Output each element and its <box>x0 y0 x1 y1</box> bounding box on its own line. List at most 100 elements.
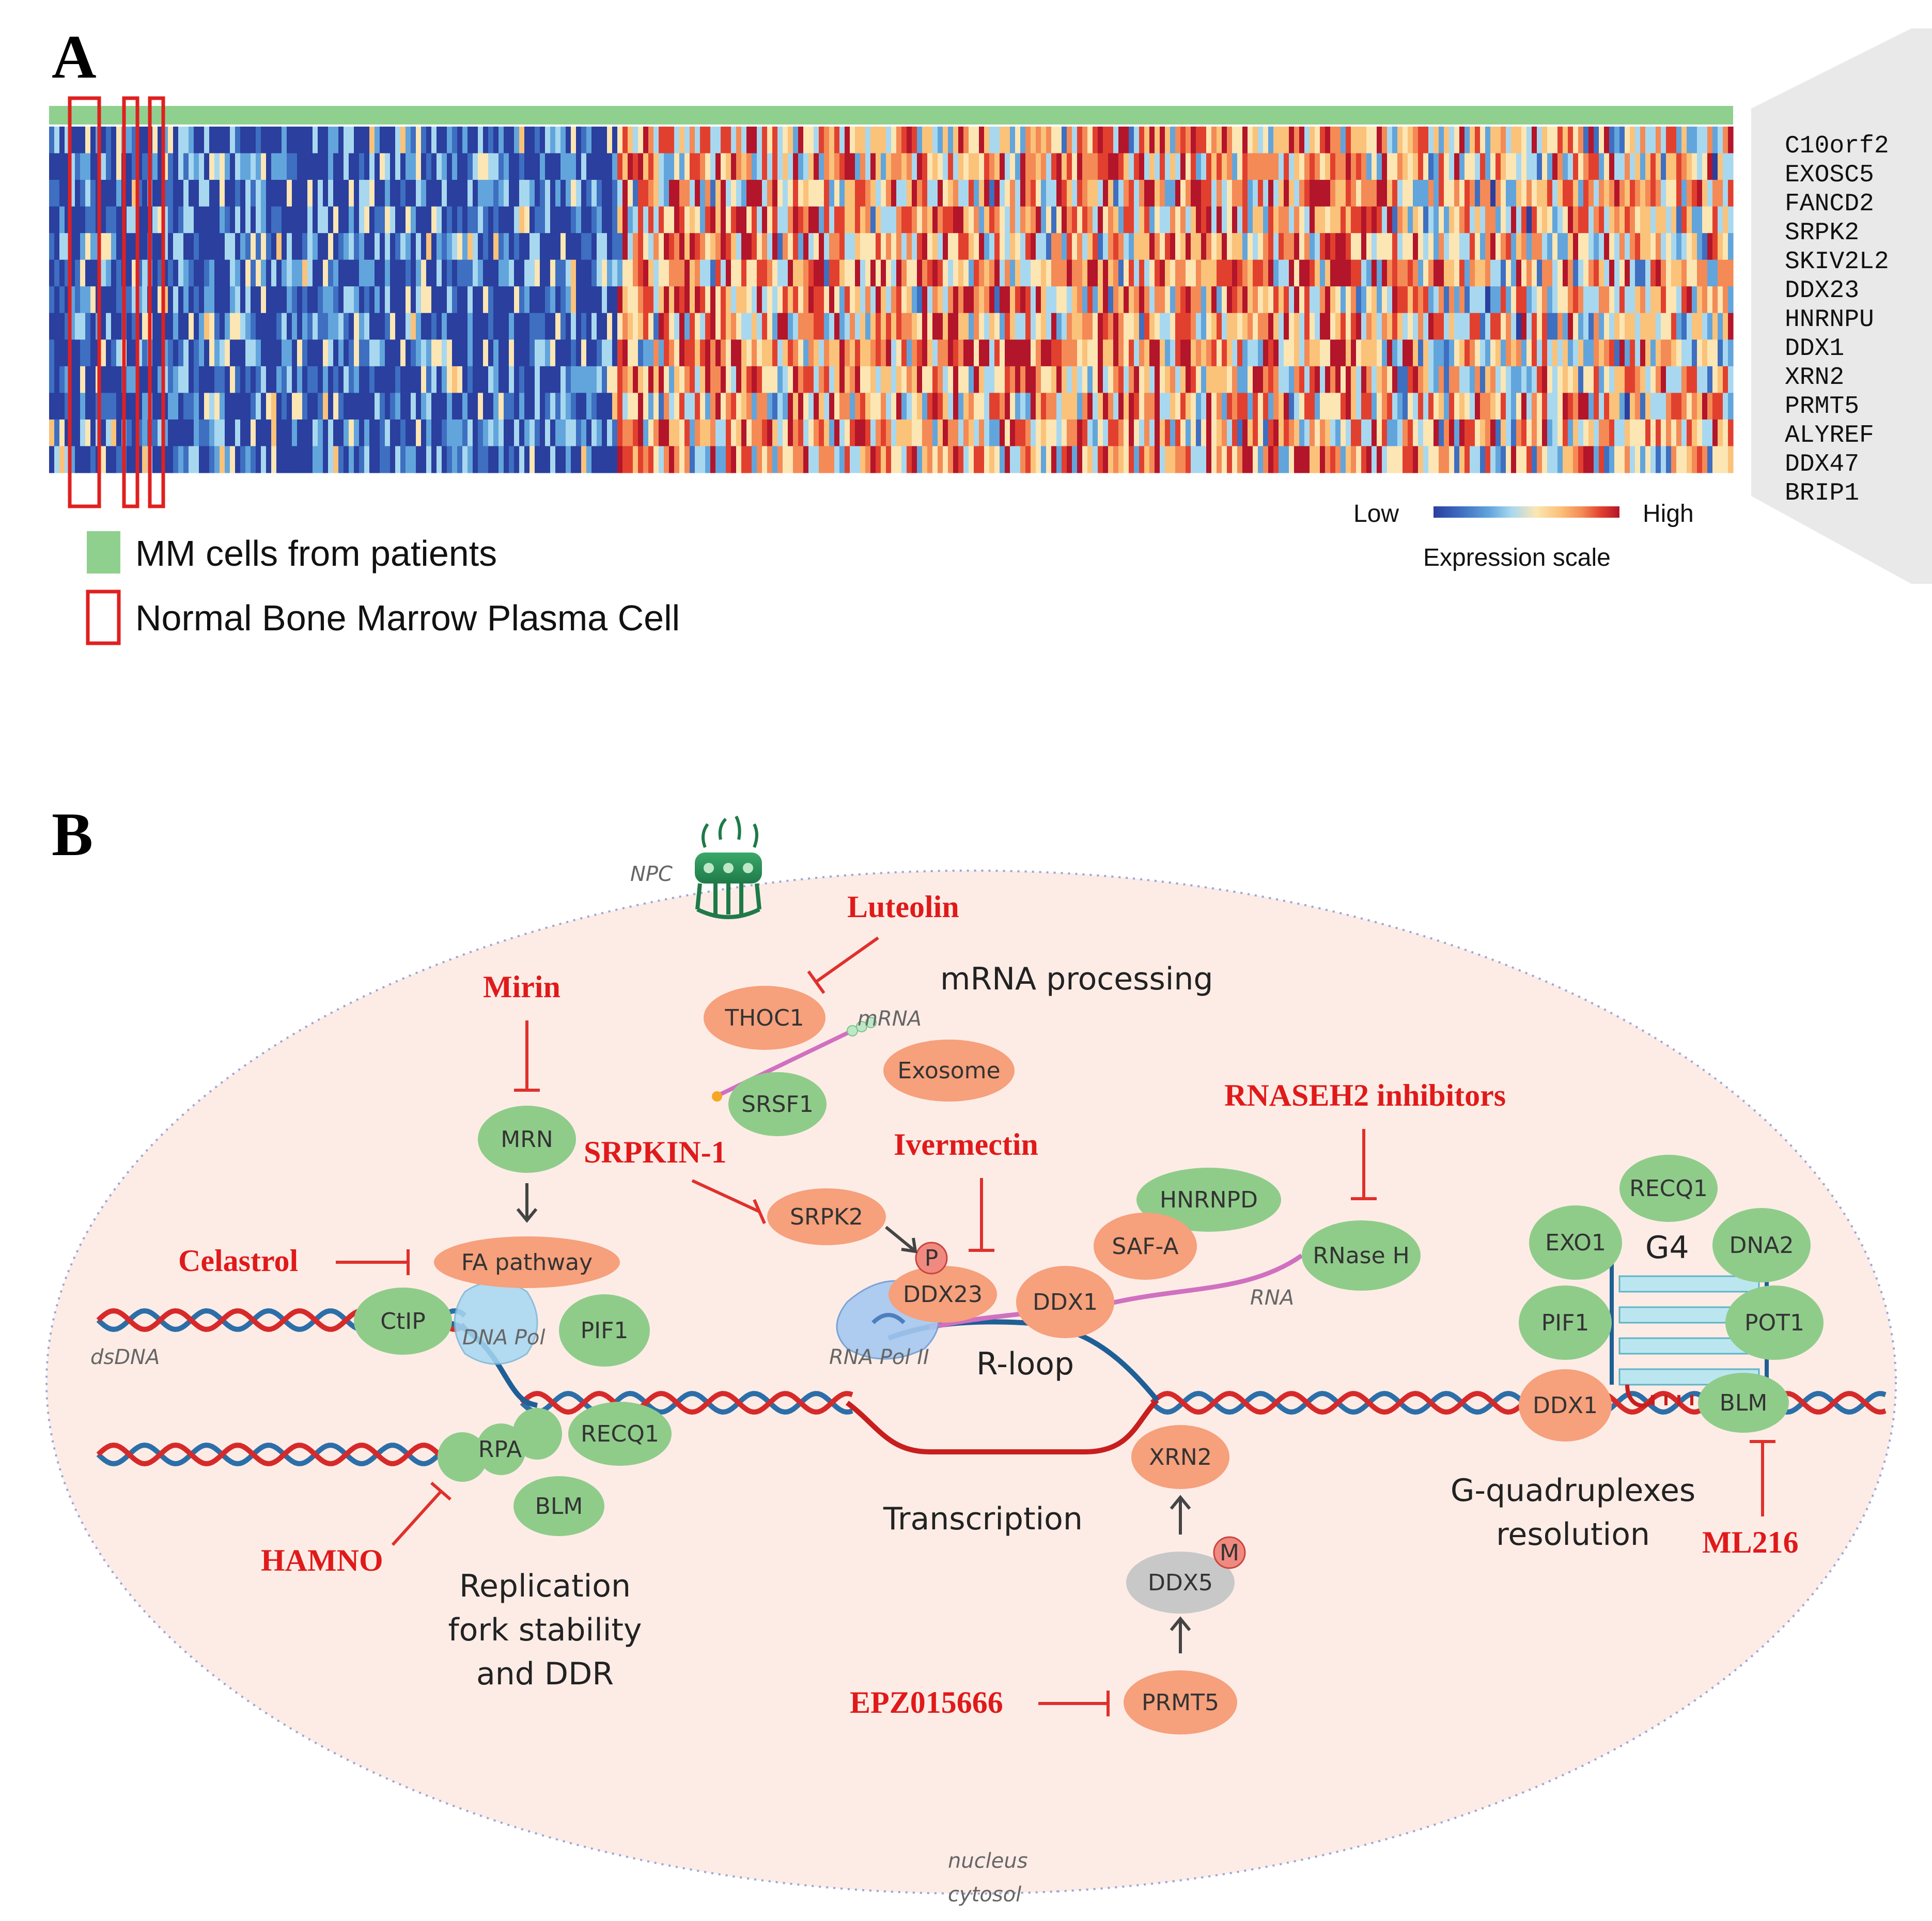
heatmap-cell <box>287 286 292 314</box>
heatmap-cell <box>1051 339 1057 367</box>
heatmap-cell <box>452 419 458 447</box>
heatmap-cell <box>152 393 158 420</box>
heatmap-cell <box>338 153 344 180</box>
heatmap-cell <box>803 393 809 420</box>
heatmap-cell <box>1366 180 1372 207</box>
heatmap-cell <box>65 153 70 180</box>
heatmap-cell <box>1563 180 1568 207</box>
heatmap-cell <box>969 446 974 473</box>
heatmap-cell <box>421 313 427 340</box>
heatmap-cell <box>1537 366 1543 393</box>
heatmap-cell <box>1144 286 1150 314</box>
heatmap-cell <box>80 313 86 340</box>
heatmap-cell <box>1475 127 1481 154</box>
heatmap-cell <box>106 446 112 473</box>
heatmap-cell <box>152 180 158 207</box>
heatmap-cell <box>1671 233 1677 260</box>
heatmap-cell <box>447 366 453 393</box>
heatmap-cell <box>1687 366 1692 393</box>
heatmap-cell <box>1464 180 1470 207</box>
heatmap-cell <box>1573 206 1579 234</box>
drug-rnaseh2-inhibitors: RNASEH2 inhibitors <box>1224 1078 1506 1112</box>
heatmap-cell <box>736 206 742 234</box>
heatmap-cell <box>555 180 561 207</box>
mrn-label: MRN <box>501 1126 553 1153</box>
heatmap-cell <box>1573 446 1579 473</box>
heatmap-cell <box>1366 313 1372 340</box>
heatmap-cell <box>318 127 323 154</box>
protein-ctip: CtIP <box>354 1288 452 1355</box>
heatmap-cell <box>994 180 1000 207</box>
heatmap-cell <box>1516 233 1522 260</box>
heatmap-cell <box>483 419 489 447</box>
heatmap-cell <box>974 419 979 447</box>
heatmap-cell <box>550 366 556 393</box>
heatmap-cell <box>1242 393 1248 420</box>
g4-label: G4 <box>1645 1230 1689 1266</box>
epz-inhibition-line <box>1038 1691 1110 1716</box>
heatmap-cell <box>431 153 437 180</box>
heatmap-cell <box>1253 339 1258 367</box>
heatmap-cell <box>266 233 272 260</box>
heatmap-cell <box>1578 366 1584 393</box>
heatmap-cell <box>793 180 799 207</box>
heatmap-cell <box>690 313 695 340</box>
heatmap-cell <box>1475 339 1481 367</box>
heatmap-cell <box>736 339 742 367</box>
heatmap-cell <box>349 393 354 420</box>
heatmap-cell <box>628 180 633 207</box>
heatmap-cell <box>158 233 163 260</box>
heatmap-cell <box>59 153 65 180</box>
heatmap-cell <box>390 180 396 207</box>
heatmap-cell <box>777 180 783 207</box>
heatmap-cell <box>1537 127 1543 154</box>
heatmap-cell <box>695 339 700 367</box>
heatmap-cell <box>788 419 793 447</box>
heatmap-cell <box>1051 446 1057 473</box>
heatmap-cell <box>1408 259 1413 287</box>
heatmap-cell <box>101 446 106 473</box>
heatmap-cell <box>1191 233 1196 260</box>
heatmap-cell <box>1077 259 1083 287</box>
heatmap-cell <box>1289 339 1295 367</box>
ddx5-label: DDX5 <box>1148 1570 1213 1596</box>
heatmap-cell <box>1108 153 1114 180</box>
heatmap-cell <box>1578 446 1584 473</box>
heatmap-cell <box>736 419 742 447</box>
heatmap-cell <box>1439 313 1444 340</box>
heatmap-cell <box>741 313 747 340</box>
heatmap-cell <box>1346 339 1351 367</box>
heatmap-cell <box>881 313 886 340</box>
heatmap-cell <box>855 180 861 207</box>
heatmap-cell <box>963 446 969 473</box>
heatmap-cell <box>1108 206 1114 234</box>
heatmap-cell <box>1387 180 1393 207</box>
heatmap-cell <box>251 206 256 234</box>
heatmap-cell <box>225 233 230 260</box>
heatmap-cell <box>1594 419 1599 447</box>
heatmap-cell <box>1149 259 1155 287</box>
heatmap-cell <box>462 180 468 207</box>
heatmap-cell <box>1005 366 1010 393</box>
heatmap-cell <box>1573 393 1579 420</box>
heatmap-cell <box>137 233 143 260</box>
heatmap-cell <box>989 153 995 180</box>
heatmap-cell <box>1594 339 1599 367</box>
heatmap-cell <box>323 366 329 393</box>
heatmap-cell <box>834 127 840 154</box>
heatmap-cell <box>1015 419 1021 447</box>
heatmap-cell <box>1609 339 1615 367</box>
heatmap-cell <box>1635 233 1641 260</box>
heatmap-cell <box>1222 127 1227 154</box>
heatmap-cell <box>369 419 375 447</box>
heatmap-cell <box>953 393 959 420</box>
heatmap-cell <box>390 446 396 473</box>
heatmap-cell <box>1578 153 1584 180</box>
heatmap-cell <box>1253 233 1258 260</box>
heatmap-cell <box>1578 313 1584 340</box>
heatmap-cell <box>437 393 442 420</box>
heatmap-cell <box>359 366 365 393</box>
heatmap-cell <box>1573 339 1579 367</box>
heatmap-cell <box>142 206 148 234</box>
luteolin-inhibition-line <box>807 936 879 994</box>
